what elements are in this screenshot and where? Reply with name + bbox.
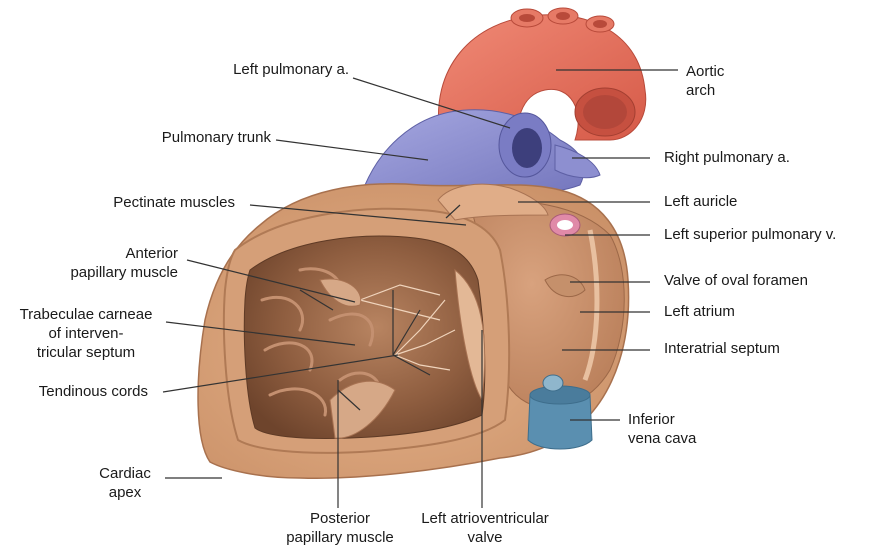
label-left-atrium: Left atrium xyxy=(664,303,735,320)
label-tendinous-cords: Tendinous cords xyxy=(38,383,148,400)
label-left-auricle: Left auricle xyxy=(664,193,738,210)
heart-wall-shape xyxy=(197,183,630,479)
oval-foramen-shape xyxy=(544,274,586,298)
label-pulmonary-trunk: Pulmonary trunk xyxy=(161,129,271,146)
label-pectinate-muscles: Pectinate muscles xyxy=(113,194,235,211)
pulmonary-trunk-shape xyxy=(364,109,601,197)
label-left-superior-pulmonary-v: Left superior pulmonary v. xyxy=(664,226,837,243)
leader-lines xyxy=(162,69,678,508)
papillary-muscles-shapes xyxy=(319,278,396,439)
tendinous-cords-shapes xyxy=(359,284,456,371)
label-valve-of-oval-foramen: Valve of oval foramen xyxy=(664,272,808,289)
interatrial-septum-shape xyxy=(582,229,600,381)
pulmonary-vein-shape xyxy=(549,213,581,237)
label-right-pulmonary-a: Right pulmonary a. xyxy=(664,149,790,166)
inferior-vena-cava-shape xyxy=(527,374,593,450)
aortic-arch-shape xyxy=(438,7,647,141)
label-interatrial-septum: Interatrial septum xyxy=(664,340,780,357)
left-auricle-shape xyxy=(437,183,549,221)
label-left-pulmonary-a: Left pulmonary a. xyxy=(233,61,349,78)
